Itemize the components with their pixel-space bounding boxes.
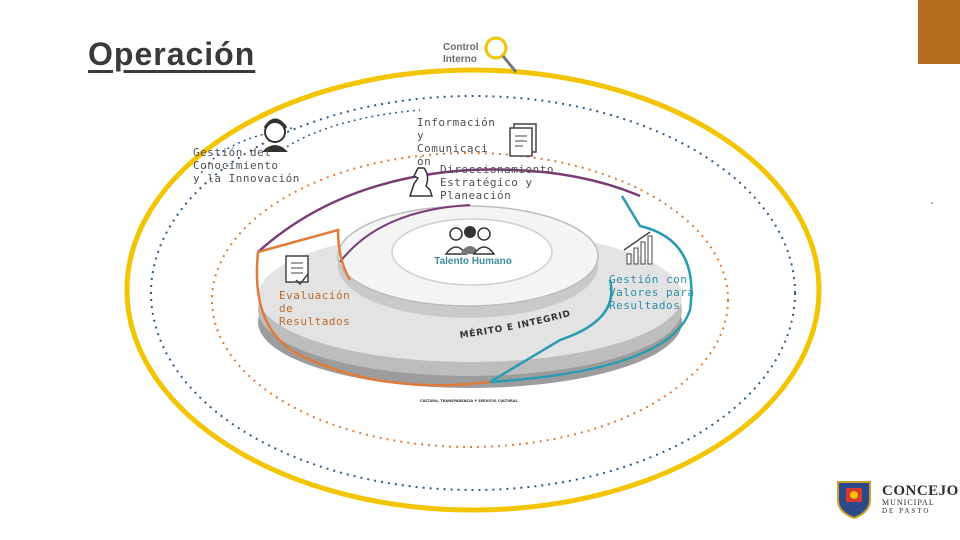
chess-knight-icon	[408, 167, 434, 197]
marker-dot	[931, 202, 933, 204]
gestion-conocimiento-label: Gestión del Conocimiento y la Innovación	[193, 146, 300, 185]
purple-arc-inner	[339, 204, 471, 263]
documents-icon	[509, 123, 537, 157]
growth-chart-icon	[623, 231, 653, 265]
dotted-ring-orange	[211, 152, 729, 448]
accent-corner-block	[918, 0, 960, 64]
direccionamiento-label: Direccionamiento Estratégico y Planeació…	[440, 163, 554, 202]
gestion-valores-label: Gestión con Valores para Resultados	[609, 273, 695, 312]
outer-ring-yellow	[124, 67, 822, 513]
control-interno-label: Control Interno	[443, 42, 479, 65]
checklist-icon	[285, 255, 309, 286]
page-title: Operación	[88, 36, 256, 72]
person-icon	[262, 118, 288, 152]
people-group-icon	[444, 226, 496, 255]
concejo-shield-logo	[837, 481, 871, 520]
orange-arc	[255, 228, 491, 387]
informacion-label: Información y Comunicaci ón	[417, 116, 496, 168]
base-label: CULTURA, TRANSPARENCIA Y SERVICIO CULTUR…	[420, 399, 518, 403]
connector-line-left	[199, 127, 293, 176]
evaluacion-label: Evaluación de Resultados	[279, 289, 351, 328]
purple-arc	[257, 168, 641, 253]
connector-line-top	[281, 109, 421, 151]
teal-arc	[489, 195, 693, 384]
magnifier-icon	[484, 36, 518, 73]
talento-humano-label: Talento Humano	[434, 256, 512, 267]
dotted-ring-blue	[150, 95, 796, 491]
concejo-logo-text: CONCEJO MUNICIPAL DE PASTO	[882, 483, 959, 516]
